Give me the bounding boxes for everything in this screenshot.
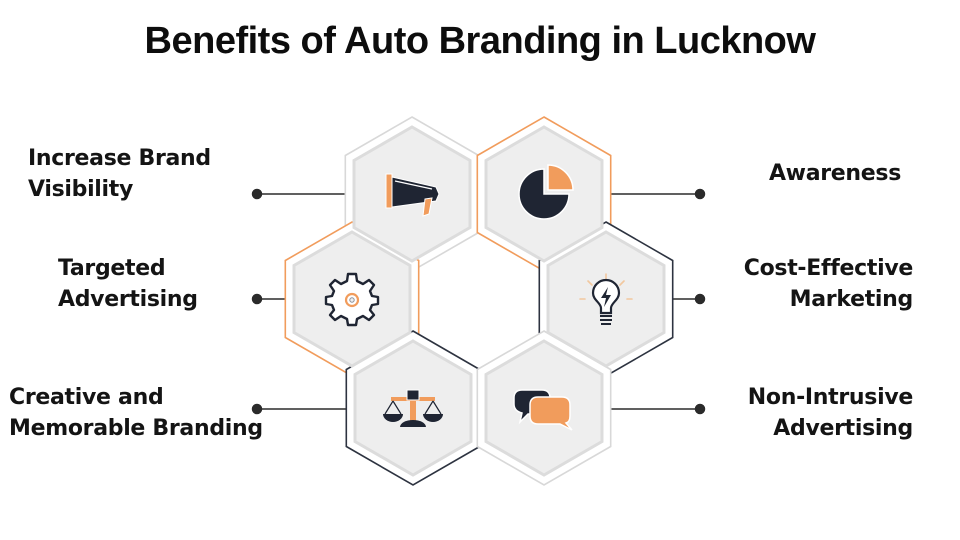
connector-dot <box>251 293 263 305</box>
connector-dot <box>251 403 263 415</box>
gear-icon <box>324 272 380 327</box>
benefit-label-line: Targeted <box>58 256 166 281</box>
lightbulb-icon <box>579 273 633 325</box>
megaphone-icon <box>385 173 440 217</box>
benefit-label-line: Increase Brand <box>28 146 211 171</box>
connector-dot <box>251 188 263 200</box>
benefit-label-line: Marketing <box>789 287 914 312</box>
benefit-label-non-intrusive-advertising: Non-Intrusive Advertising <box>747 382 914 444</box>
benefit-label-line: Cost-Effective <box>743 256 914 281</box>
benefit-label-cost-effective-marketing: Cost-Effective Marketing <box>743 253 914 315</box>
benefit-label-line: Creative and <box>9 385 164 410</box>
benefit-label-line: Visibility <box>28 177 134 202</box>
benefit-label-awareness: Awareness <box>769 158 901 189</box>
benefit-label-line: Non-Intrusive <box>747 385 914 410</box>
speech-bubbles-icon <box>513 389 573 431</box>
connector-dot <box>694 293 706 305</box>
pie-chart-icon <box>518 164 574 220</box>
page-title: Benefits of Auto Branding in Lucknow <box>144 20 816 62</box>
benefit-label-creative-memorable-branding: Creative and Memorable Branding <box>9 382 263 444</box>
connector-dot <box>694 188 706 200</box>
benefit-label-line: Awareness <box>768 161 901 186</box>
balance-scale-icon <box>383 389 443 427</box>
benefit-label-line: Memorable Branding <box>9 416 263 441</box>
benefit-label-line: Advertising <box>773 416 913 441</box>
connector-dot <box>694 403 706 415</box>
benefit-label-line: Advertising <box>58 287 198 312</box>
benefit-label-targeted-advertising: Targeted Advertising <box>58 253 198 315</box>
benefit-label-increase-brand-visibility: Increase Brand Visibility <box>28 143 211 205</box>
